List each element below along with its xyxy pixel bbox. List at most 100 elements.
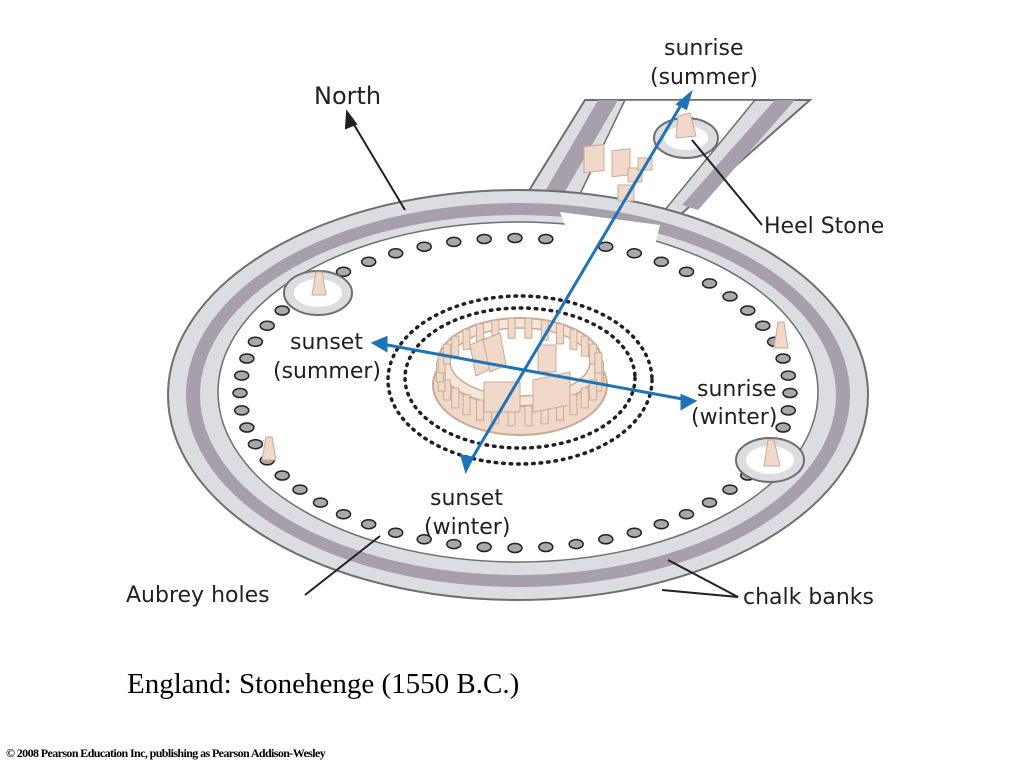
aubrey-hole [568,538,584,550]
aubrey-hole [387,527,404,538]
aubrey-hole [701,497,718,508]
sunset-summer-label-line2: (summer) [273,359,381,384]
outer-dotted-ring [386,294,654,466]
aubrey-hole [239,422,255,433]
north-leader [349,117,406,211]
aubrey-hole [722,484,738,495]
sunrise-winter-label-line2: (winter) [691,405,777,430]
summer-sunrise-axis [468,99,686,463]
sarsen-stone [594,352,603,374]
copyright-notice: © 2008 Pearson Education Inc, publishing… [6,746,326,760]
north-arrow-icon [344,109,358,130]
aubrey-hole [507,232,523,244]
sarsen-stone [524,405,533,427]
sunrise-winter-label-line1: sunrise [697,377,777,402]
station-stone-e [773,321,789,349]
sunrise-summer-label-line1: sunrise [664,36,744,61]
summer-sunset-arrow-icon [370,335,388,353]
aubrey-hole [782,387,798,399]
aubrey-hole [416,534,432,545]
summer-sunrise-arrow-icon [675,89,693,111]
aubrey-hole [387,248,404,259]
aubrey-hole [247,336,264,348]
aubrey-hole [274,470,290,481]
winter-sunset-arrow-icon [459,454,475,475]
aubrey-hole [233,405,250,416]
sarsen-stone [476,399,484,421]
chalk-banks-label: chalk banks [743,585,874,610]
aubrey-hole [335,508,352,520]
aubrey-hole [292,484,308,495]
sarsen-stone [556,323,564,345]
aubrey-hole [740,305,756,316]
aubrey-hole [678,508,695,520]
avenue-entrance [560,212,660,245]
sarsen-stone [569,394,578,416]
aubrey-hole [259,320,275,331]
aubrey-hole [446,236,462,248]
leader-lines [304,109,763,598]
sarsen-stone [451,335,460,357]
aubrey-hole [626,248,643,259]
north-label: North [314,82,381,110]
aubrey-hole [780,370,797,381]
sarsen-stone [462,394,471,416]
aubrey-hole [247,438,264,450]
sarsen-stone [589,379,598,401]
sunset-summer-label-line1: sunset [290,330,363,355]
aubrey-hole [312,497,329,508]
aubrey-hole [626,527,643,538]
aubrey-holes-label: Aubrey holes [126,583,270,608]
aubrey-hole [722,291,738,302]
aubrey-hole [598,241,614,252]
figure-caption: England: Stonehenge (1550 B.C.) [127,668,520,700]
aubrey-hole [446,538,462,550]
sarsen-stone [451,387,460,409]
midsummer-sunset-axis [381,342,689,402]
aubrey-hole [476,541,492,553]
winter-sunrise-arrow-icon [680,393,698,411]
sarsen-stone [580,387,589,409]
aubrey-hole [755,320,771,331]
heel-stone-ring [653,112,719,159]
aubrey-holes-leader [304,535,381,596]
aubrey-hole [274,305,290,316]
station-stone-w [261,436,277,461]
alignment-lines [370,89,698,475]
aubrey-hole [538,541,554,553]
aubrey-hole [507,542,523,554]
chalk-banks-leader [661,559,739,598]
aubrey-hole [678,266,695,278]
inner-dotted-ring [403,306,637,450]
aubrey-hole [239,353,255,364]
sarsen-stone [462,328,471,350]
aubrey-hole [233,370,250,381]
aubrey-hole [476,233,492,245]
trilithons [469,332,571,413]
sarsen-stone [569,328,578,350]
sarsen-stone [524,317,533,339]
aubrey-hole [416,241,432,252]
sunrise-summer-label-line2: (summer) [650,65,758,90]
aubrey-hole [335,266,352,278]
sunset-winter-label-line2: (winter) [424,515,510,540]
aubrey-hole [232,387,248,399]
aubrey-hole [775,422,791,433]
sarsen-stone [580,335,589,357]
sarsen-stone [507,317,516,339]
station-stone-se [735,437,805,483]
aubrey-hole [780,405,797,416]
heel-stone-leader [691,139,763,226]
sunset-winter-label-line1: sunset [430,486,503,511]
aubrey-hole [360,256,377,268]
aubrey-hole [653,518,670,530]
aubrey-hole [653,256,670,268]
aubrey-hole [598,534,614,545]
aubrey-hole [538,233,554,245]
heel-stone-label: Heel Stone [764,214,884,239]
aubrey-hole [701,278,718,289]
aubrey-hole [775,353,791,364]
station-stone-nw [283,270,353,316]
aubrey-hole [360,518,377,530]
